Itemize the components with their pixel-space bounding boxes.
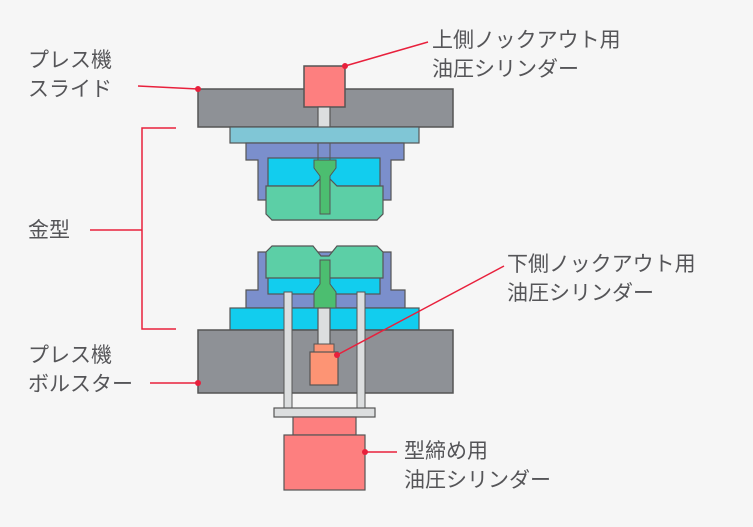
label-press-slide: プレス機 スライド bbox=[28, 48, 112, 101]
leader-lines bbox=[90, 41, 505, 453]
lower-knockout-rod bbox=[317, 307, 331, 347]
tie-rod-left bbox=[283, 291, 293, 409]
label-press-bolster: プレス機 ボルスター bbox=[28, 343, 133, 396]
label-clamping-cylinder: 型締め用 油圧シリンダー bbox=[404, 439, 551, 492]
leader-die bbox=[141, 127, 176, 330]
clamp-cylinder-top bbox=[292, 416, 357, 436]
clamp-cylinder bbox=[283, 434, 366, 491]
lower-ejector bbox=[313, 259, 337, 309]
upper-knockout-cylinder bbox=[303, 65, 346, 108]
upper-die-plate bbox=[229, 126, 420, 144]
leader-dots bbox=[195, 63, 368, 455]
tie-rod-right bbox=[356, 291, 366, 409]
label-upper-knockout: 上側ノックアウト用 油圧シリンダー bbox=[432, 28, 621, 81]
upper-ejector bbox=[313, 159, 337, 215]
lower-knockout-cylinder bbox=[309, 351, 339, 386]
label-die: 金型 bbox=[28, 218, 70, 242]
leader-upper-knockout bbox=[344, 41, 429, 67]
leader-lower-knockout bbox=[336, 265, 505, 356]
upper-assembly bbox=[197, 65, 454, 221]
lower-assembly bbox=[197, 245, 454, 491]
lower-knockout-cylinder-top bbox=[313, 343, 335, 353]
label-lower-knockout: 下側ノックアウト用 油圧シリンダー bbox=[507, 252, 696, 305]
leader-slide bbox=[137, 85, 199, 90]
crossbar bbox=[273, 407, 376, 418]
